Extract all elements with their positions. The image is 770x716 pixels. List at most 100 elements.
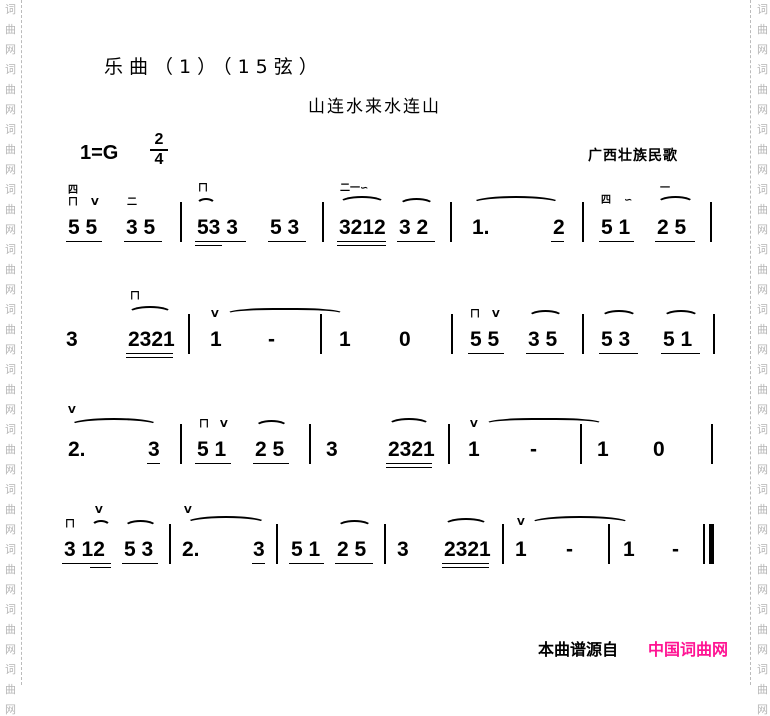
watermark-char: 网	[5, 103, 16, 116]
down-bow-icon: ㄇ	[470, 309, 480, 320]
string-mark: 四	[601, 195, 611, 206]
watermark-char: 曲	[757, 323, 768, 336]
slur	[70, 418, 158, 432]
underline	[195, 245, 222, 246]
up-bow-icon: V	[91, 197, 99, 208]
bar-line	[713, 314, 715, 354]
up-bow-icon: V	[220, 419, 228, 430]
slur	[337, 520, 372, 534]
note-group: 3 12	[64, 538, 105, 561]
watermark-char: 网	[5, 163, 16, 176]
note-group: 2 5	[657, 216, 687, 239]
note-group: 1	[468, 438, 480, 461]
up-bow-icon: V	[184, 505, 192, 516]
watermark-char: 网	[5, 703, 16, 716]
trill-icon: ∽	[624, 195, 633, 206]
note-group: -	[672, 538, 679, 561]
down-bow-icon: ㄇ	[65, 519, 75, 530]
up-bow-icon: V	[68, 405, 76, 416]
watermark-char: 网	[757, 43, 768, 56]
slur	[339, 196, 385, 210]
watermark-char: 网	[757, 703, 768, 716]
note-group: -	[530, 438, 537, 461]
underline	[126, 353, 173, 354]
bar-line	[180, 202, 182, 242]
watermark-char: 曲	[5, 263, 16, 276]
note-group: 5 3	[270, 216, 300, 239]
underline	[90, 567, 111, 568]
watermark-char: 网	[757, 103, 768, 116]
watermark-char: 曲	[5, 323, 16, 336]
watermark-char: 曲	[5, 683, 16, 696]
bar-line	[582, 202, 584, 242]
down-bow-icon: ㄇ	[198, 183, 208, 194]
up-bow-icon: V	[211, 309, 219, 320]
underline	[386, 467, 432, 468]
underline	[195, 463, 231, 464]
slur	[601, 310, 637, 324]
watermark-char: 曲	[757, 23, 768, 36]
watermark-char: 词	[5, 243, 16, 256]
watermark-char: 网	[5, 223, 16, 236]
slur	[444, 518, 488, 532]
bar-line	[320, 314, 322, 354]
underline	[599, 241, 634, 242]
time-numerator: 2	[154, 131, 164, 148]
underline	[337, 245, 386, 246]
watermark-char: 曲	[5, 143, 16, 156]
bar-line	[180, 424, 182, 464]
note-group: 2 5	[255, 438, 285, 461]
watermark-char: 网	[5, 343, 16, 356]
underline	[253, 463, 289, 464]
slur	[255, 420, 288, 434]
note-group: 1.	[472, 216, 490, 239]
watermark-char: 词	[757, 123, 768, 136]
string-mark: 一	[660, 183, 670, 194]
note-group: 3	[326, 438, 338, 461]
watermark-char: 网	[757, 643, 768, 656]
watermark-char: 曲	[5, 23, 16, 36]
slur	[186, 516, 266, 530]
note-group: 1	[339, 328, 351, 351]
slur	[528, 310, 563, 324]
bar-line	[322, 202, 324, 242]
watermark-char: 网	[757, 583, 768, 596]
watermark-char: 网	[5, 463, 16, 476]
song-title: 山连水来水连山	[308, 97, 441, 117]
watermark-char: 词	[757, 183, 768, 196]
note-group: 0	[653, 438, 665, 461]
watermark-char: 曲	[757, 263, 768, 276]
bar-line	[608, 524, 610, 564]
slur	[663, 310, 699, 324]
string-mark: 四	[68, 185, 78, 196]
underline	[468, 353, 504, 354]
dashed-margin-left	[21, 0, 22, 685]
watermark-char: 词	[5, 663, 16, 676]
watermark-char: 词	[5, 63, 16, 76]
section-title: 乐曲（1）（15弦）	[104, 56, 324, 78]
bar-line	[309, 424, 311, 464]
note-group: 2321	[128, 328, 175, 351]
note-group: 1	[515, 538, 527, 561]
score-row-4: 3 12 5 3 2. 3 5 1 2 5 3 2321 1 - 1 - ㄇ V…	[0, 506, 770, 568]
watermark-char: 词	[757, 243, 768, 256]
watermark-char: 曲	[5, 203, 16, 216]
note-group: 5 5	[470, 328, 500, 351]
watermark-char: 曲	[757, 683, 768, 696]
note-group: -	[566, 538, 573, 561]
underline	[599, 353, 638, 354]
note-group: 5 5	[68, 216, 98, 239]
note-group: 2.	[68, 438, 86, 461]
source-site-link[interactable]: 中国词曲网	[648, 640, 729, 659]
down-bow-icon: ㄇ	[68, 197, 78, 208]
note-group: 1	[210, 328, 222, 351]
bar-line	[451, 314, 453, 354]
underline	[126, 357, 173, 358]
up-bow-icon: V	[470, 419, 478, 430]
bar-line	[502, 524, 504, 564]
underline	[122, 563, 158, 564]
note-group: 2321	[388, 438, 435, 461]
slur	[91, 520, 111, 534]
watermark-char: 词	[5, 423, 16, 436]
watermark-char: 词	[5, 363, 16, 376]
